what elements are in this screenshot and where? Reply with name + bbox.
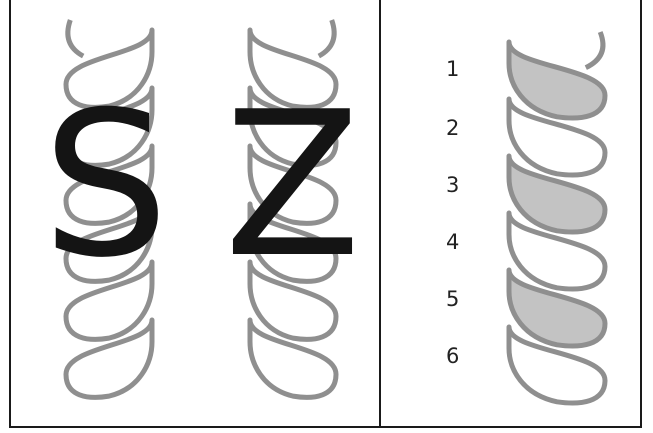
s-twist-strand-end xyxy=(68,20,83,56)
strand-number-5: 5 xyxy=(446,287,459,311)
z-twist-strand-end xyxy=(319,20,334,56)
strand-number-2: 2 xyxy=(446,116,459,140)
s-twist-label: S xyxy=(42,86,169,286)
strand-number-1: 1 xyxy=(446,57,459,81)
strand-number-3: 3 xyxy=(446,173,459,197)
strand-number-6: 6 xyxy=(446,344,459,368)
numbered-strand-end xyxy=(586,32,603,68)
z-twist-label: Z xyxy=(224,86,361,286)
numbered-strand xyxy=(509,42,605,118)
numbered-strand-rope xyxy=(509,32,605,403)
strand-number-4: 4 xyxy=(446,230,459,254)
